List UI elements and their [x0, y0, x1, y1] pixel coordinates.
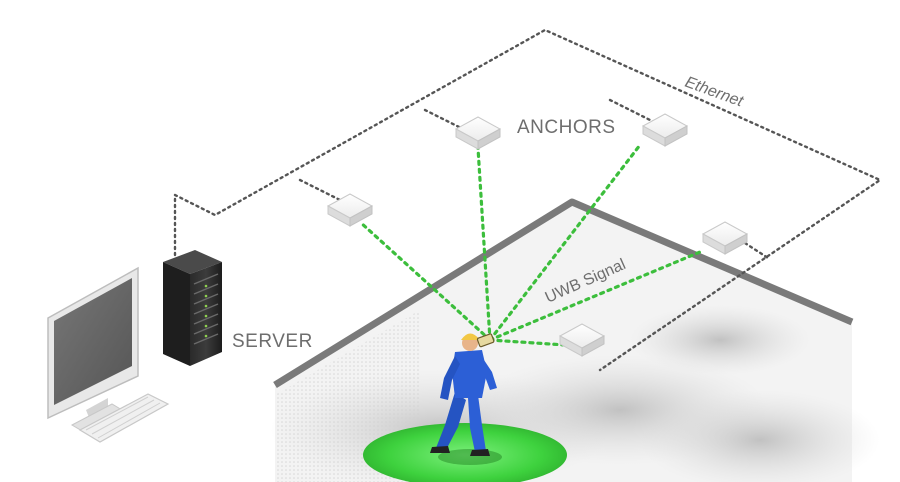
desktop-computer-icon [47, 266, 170, 443]
worker-with-tag-icon [430, 333, 497, 456]
keyboard [78, 393, 170, 443]
server-tower-icon [163, 250, 222, 366]
server-label: SERVER [232, 331, 313, 352]
anchor-left [327, 193, 373, 227]
anchors-label: ANCHORS [517, 117, 616, 138]
uwb-signal-lines [358, 143, 702, 347]
floor-position-spot [363, 423, 567, 482]
anchor-right [702, 221, 748, 255]
ethernet-trunk [173, 28, 883, 372]
anchor-center [455, 116, 501, 150]
uwb-tag-icon [476, 333, 495, 348]
floor-edge [273, 198, 854, 388]
